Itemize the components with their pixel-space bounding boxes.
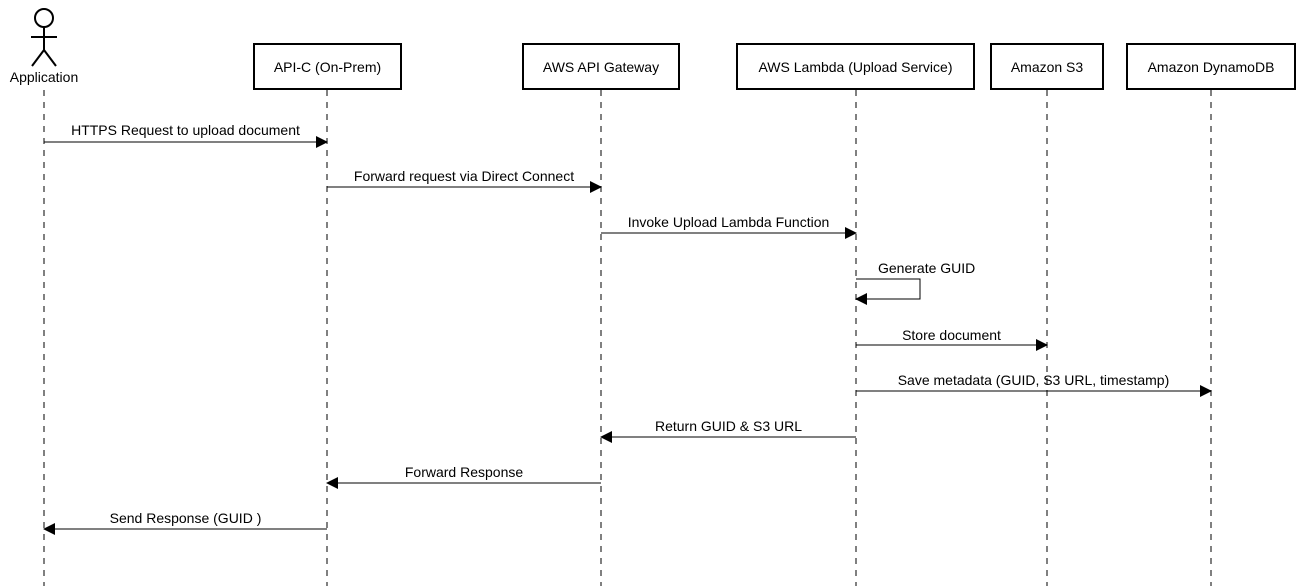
message-label-9: Send Response (GUID ) — [110, 510, 262, 526]
participant-box-api-c — [253, 43, 402, 90]
participant-label-s3: Amazon S3 — [1011, 59, 1084, 75]
message-label-6: Save metadata (GUID, S3 URL, timestamp) — [898, 372, 1170, 388]
participant-box-dynamodb — [1126, 43, 1296, 90]
participant-box-api-gateway — [522, 43, 680, 90]
participant-box-lambda — [736, 43, 975, 90]
message-label-4: Generate GUID — [878, 260, 975, 276]
message-label-3: Invoke Upload Lambda Function — [628, 214, 830, 230]
actor-label: Application — [10, 69, 79, 85]
participant-label-api-c: API-C (On-Prem) — [274, 59, 381, 75]
participant-label-api-gateway: AWS API Gateway — [543, 59, 659, 75]
message-arrow-4-self — [855, 278, 921, 305]
participant-label-dynamodb: Amazon DynamoDB — [1148, 59, 1275, 75]
message-label-5: Store document — [902, 327, 1001, 343]
message-label-1: HTTPS Request to upload document — [71, 122, 300, 138]
message-label-7: Return GUID & S3 URL — [655, 418, 802, 434]
actor-figure-icon — [31, 8, 57, 67]
participant-label-lambda: AWS Lambda (Upload Service) — [758, 59, 952, 75]
message-label-8: Forward Response — [405, 464, 523, 480]
participant-box-s3 — [990, 43, 1104, 90]
message-label-2: Forward request via Direct Connect — [354, 168, 574, 184]
